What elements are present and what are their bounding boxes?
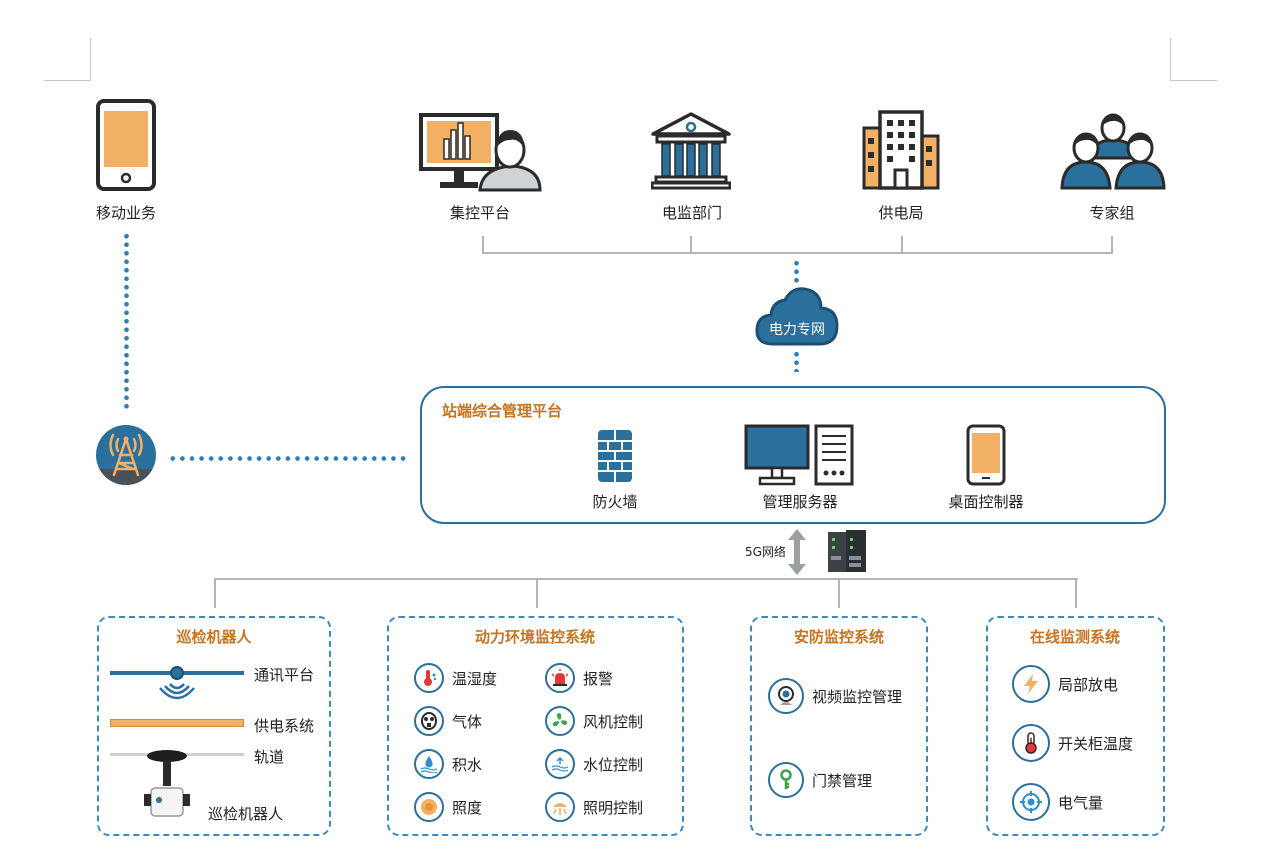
firewall-label: 防火墙	[592, 493, 638, 511]
access-control-label: 门禁管理	[812, 771, 873, 790]
bus-drop	[838, 578, 840, 608]
power-supply-bar-icon	[110, 719, 244, 727]
network-switch-icon	[828, 530, 866, 572]
gas-mask-icon	[414, 706, 444, 736]
bus-drop	[536, 578, 538, 608]
connector-tick	[1111, 236, 1113, 254]
tablet-icon	[96, 99, 156, 191]
security-panel-title: 安防监控系统	[793, 628, 885, 646]
inspection-robot-icon	[144, 750, 190, 817]
water-level-label: 水位控制	[583, 755, 644, 774]
video-surveillance-label: 视频监控管理	[812, 687, 903, 706]
robot-panel	[97, 616, 331, 836]
dotted-link	[168, 454, 410, 463]
gas-label: 气体	[452, 712, 483, 731]
comm-platform-icon	[110, 666, 244, 700]
connector-tick	[482, 236, 484, 254]
power-monitor-dept-label: 电监部门	[661, 204, 723, 222]
camera-icon	[768, 678, 804, 714]
alarm-light-icon	[545, 663, 575, 693]
security-panel	[750, 616, 928, 836]
lightning-icon	[1012, 665, 1050, 703]
water-level-icon	[545, 749, 575, 779]
cloud-icon	[755, 287, 839, 346]
sun-icon	[414, 792, 444, 822]
bidirectional-arrow-icon	[788, 529, 806, 575]
bus-drop	[214, 578, 216, 608]
station-platform-title: 站端综合管理平台	[442, 402, 563, 420]
power-supply-label: 供电系统	[254, 717, 315, 735]
switchgear-temp-item: 开关柜温度	[1012, 724, 1133, 762]
target-icon	[1012, 783, 1050, 821]
robot-panel-title: 巡检机器人	[176, 628, 252, 646]
track-label: 轨道	[254, 748, 285, 766]
expert-group-label: 专家组	[1089, 204, 1135, 222]
temp-humidity-label: 温湿度	[452, 669, 498, 688]
alarm-label: 报警	[583, 669, 614, 688]
dotted-link	[792, 350, 801, 372]
bottom-bus-line	[214, 578, 1078, 580]
fan-control-label: 风机控制	[583, 712, 644, 731]
thermometer-icon	[1012, 724, 1050, 762]
power-private-network-label: 电力专网	[769, 322, 825, 338]
central-control-label: 集控平台	[449, 204, 511, 222]
illuminance-item: 照度	[414, 792, 482, 822]
partial-discharge-label: 局部放电	[1058, 675, 1119, 694]
illuminance-label: 照度	[452, 798, 483, 817]
electrical-quantity-item: 电气量	[1012, 783, 1103, 821]
switchgear-temp-label: 开关柜温度	[1058, 734, 1134, 753]
station-platform-box	[420, 386, 1166, 524]
water-level-item: 水位控制	[545, 749, 643, 779]
government-building-icon	[651, 112, 731, 190]
key-icon	[768, 762, 804, 798]
top-connector-line	[482, 252, 1113, 254]
power-env-panel	[387, 616, 684, 836]
power-bureau-label: 供电局	[878, 204, 924, 222]
connector-tick	[690, 236, 692, 254]
5g-network-label: 5G网络	[745, 545, 786, 559]
connector-tick	[901, 236, 903, 254]
water-item: 积水	[414, 749, 482, 779]
online-monitor-panel	[986, 616, 1165, 836]
access-control-item: 门禁管理	[768, 762, 872, 798]
alarm-item: 报警	[545, 663, 613, 693]
mobile-service-label: 移动业务	[95, 204, 157, 222]
management-server-icon	[744, 424, 854, 486]
inspection-robot-label: 巡检机器人	[208, 805, 284, 823]
water-label: 积水	[452, 755, 483, 774]
online-monitor-panel-title: 在线监测系统	[1029, 628, 1121, 646]
temp-humidity-item: 温湿度	[414, 663, 497, 693]
thermometer-icon	[414, 663, 444, 693]
comm-platform-label: 通讯平台	[254, 666, 315, 684]
dotted-link	[122, 232, 131, 410]
office-building-icon	[862, 110, 940, 190]
lighting-control-label: 照明控制	[583, 798, 644, 817]
corner-mark-right	[1170, 38, 1217, 81]
video-surveillance-item: 视频监控管理	[768, 678, 902, 714]
power-env-panel-title: 动力环境监控系统	[474, 628, 596, 646]
electrical-quantity-label: 电气量	[1058, 793, 1104, 812]
cell-tower-icon	[96, 425, 156, 485]
partial-discharge-item: 局部放电	[1012, 665, 1118, 703]
lighting-control-item: 照明控制	[545, 792, 643, 822]
management-server-label: 管理服务器	[762, 493, 838, 511]
water-drop-icon	[414, 749, 444, 779]
lamp-icon	[545, 792, 575, 822]
fan-control-item: 风机控制	[545, 706, 643, 736]
bus-drop	[1075, 578, 1077, 608]
corner-mark-left	[44, 38, 91, 81]
fan-icon	[545, 706, 575, 736]
control-platform-icon	[419, 113, 542, 192]
firewall-icon	[598, 430, 632, 482]
gas-item: 气体	[414, 706, 482, 736]
desktop-controller-label: 桌面控制器	[948, 493, 1024, 511]
expert-group-icon	[1060, 113, 1166, 190]
dotted-link	[792, 259, 801, 285]
desktop-controller-icon	[966, 424, 1006, 486]
